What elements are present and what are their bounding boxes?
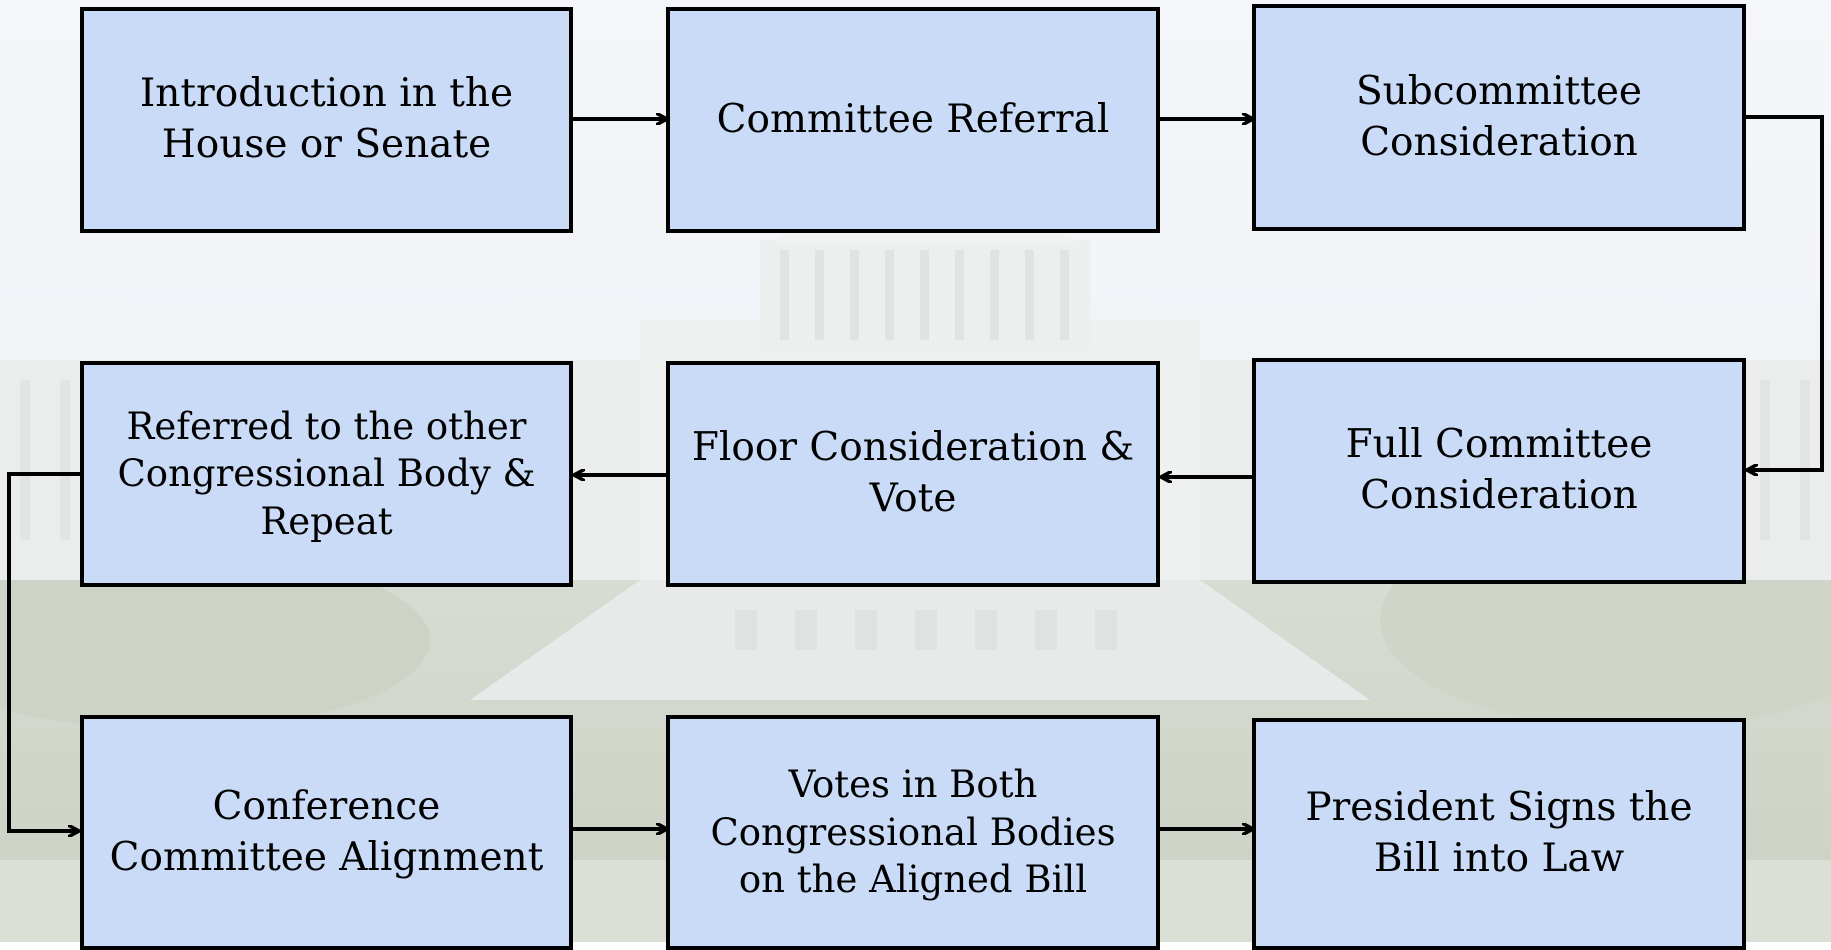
step-committee-referral: Committee Referral xyxy=(666,7,1160,233)
step-full-committee-consideration: Full Committee Consideration xyxy=(1252,358,1746,584)
step-label: Subcommittee Consideration xyxy=(1355,68,1643,165)
step-label: Committee Referral xyxy=(716,96,1110,142)
step-label: Floor Consideration & Vote xyxy=(691,425,1135,521)
step-label: Introduction in the House or Senate xyxy=(139,71,514,167)
arrow-6-to-7 xyxy=(7,472,81,831)
step-subcommittee-consideration: Subcommittee Consideration xyxy=(1252,4,1746,231)
step-label: Votes in Both Congressional Bodies on th… xyxy=(710,763,1116,902)
step-conference-committee: Conference Committee Alignment xyxy=(80,715,573,950)
step-label: Referred to the other Congressional Body… xyxy=(117,404,536,543)
step-label: Full Committee Consideration xyxy=(1345,422,1653,518)
arrow-3-to-4 xyxy=(1745,115,1824,470)
tree-left xyxy=(0,550,430,730)
step-label: President Signs the Bill into Law xyxy=(1305,785,1693,881)
step-referred-other-body: Referred to the other Congressional Body… xyxy=(80,361,573,587)
step-label: Conference Committee Alignment xyxy=(109,783,544,880)
step-introduction: Introduction in the House or Senate xyxy=(80,7,573,233)
step-floor-consideration: Floor Consideration & Vote xyxy=(666,361,1160,587)
step-votes-both-bodies: Votes in Both Congressional Bodies on th… xyxy=(666,715,1160,950)
step-president-signs: President Signs the Bill into Law xyxy=(1252,718,1746,950)
